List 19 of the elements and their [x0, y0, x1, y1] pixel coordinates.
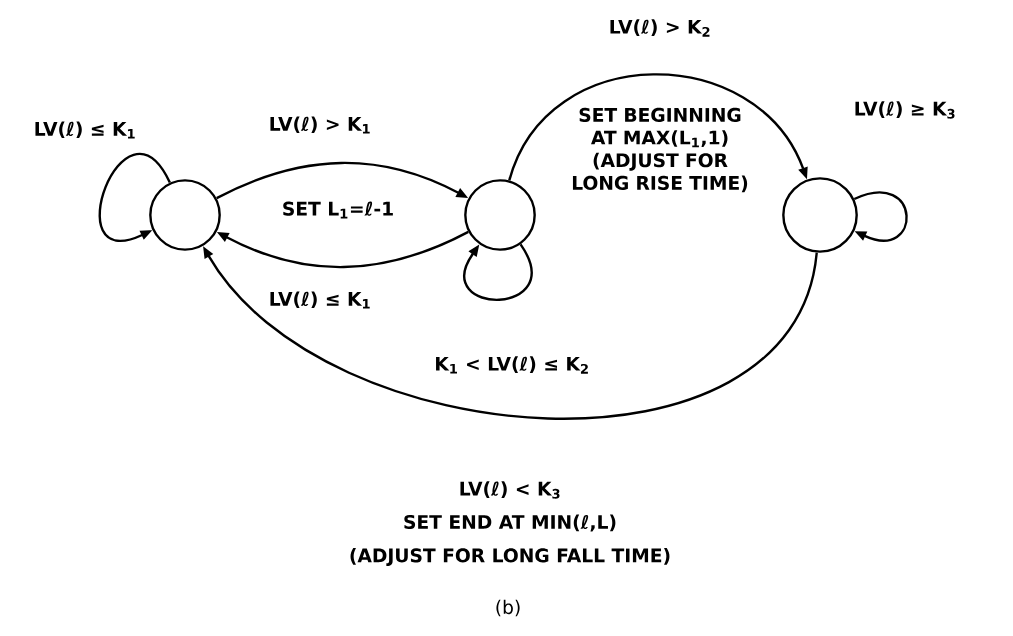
edge-label: K$_{1}$ < LV(ℓ) ≤ K$_{2}$ [433, 355, 591, 375]
action-text: SET L$_{1}$=ℓ-1 [283, 201, 393, 219]
arrow [98, 153, 171, 242]
edge-label: LV(ℓ) ≤ K$_{1}$ [32, 120, 138, 140]
edge-label: LV(ℓ) > K$_{1}$ [267, 115, 373, 135]
arrow [853, 191, 908, 242]
action-text: (ADJUST FOR LONG FALL TIME) [350, 548, 670, 566]
arrow [508, 73, 808, 181]
edge-label: LV(ℓ) ≥ K$_{3}$ [852, 99, 958, 121]
arrow [463, 243, 533, 301]
state-circle [782, 177, 858, 253]
edge-label: LV(ℓ) > K$_{2}$ [607, 18, 713, 38]
caption: (b) [496, 599, 520, 617]
action-text: SET BEGINNING AT MAX(L$_{1}$,1) (ADJUST FOR LONG RISE TIME) [572, 107, 748, 193]
edge-label: LV(ℓ) ≤ K$_{1}$ [267, 290, 373, 310]
edge-label: LV(ℓ) < K$_{3}$ [457, 479, 563, 501]
state-circle [464, 179, 536, 251]
state-circle [149, 179, 221, 251]
action-text: SET END AT MIN(ℓ,L) [404, 514, 616, 532]
